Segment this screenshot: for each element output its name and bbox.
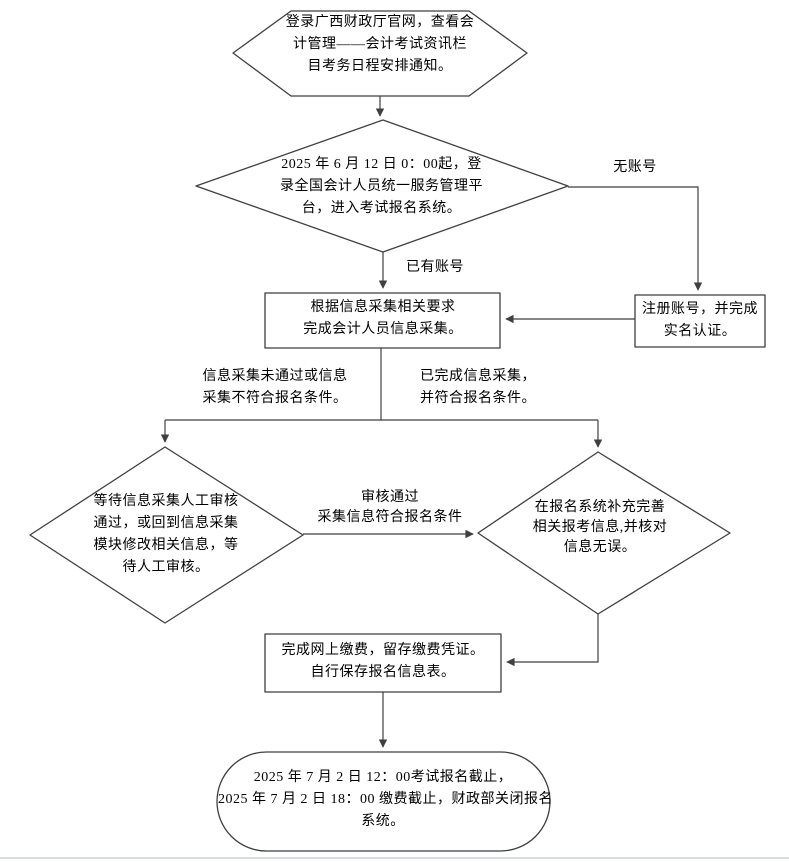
supplement-line: 信息无误。 — [563, 540, 637, 555]
collect-rect — [264, 292, 501, 349]
edge-label-no-account: 无账号 — [613, 160, 657, 175]
start-node-line: 目考务日程安排通知。 — [307, 59, 453, 74]
payment-node-line: 完成网上缴费，留存缴费凭证。 — [281, 643, 485, 658]
edge-label-collect-fail-line: 采集不符合报名条件。 — [202, 391, 348, 406]
edge-label-collect-fail-line: 信息采集未通过或信息 — [202, 369, 348, 384]
payment-node-label: 完成网上缴费，留存缴费凭证。 自行保存报名信息表。 — [273, 640, 493, 684]
login-decision-label: 2025 年 6 月 12 日 0：00起，登 录全国会计人员统一服务管理平 台… — [240, 154, 523, 220]
end-node-label: 2025 年 7 月 2 日 12：00考试报名截止， 2025 年 7 月 2… — [218, 767, 553, 833]
edge-label-collect-fail: 信息采集未通过或信息 采集不符合报名条件。 — [185, 366, 365, 410]
register-rect — [634, 294, 766, 348]
wait-review-label: 等待信息采集人工审核 通过，或回到信息采集 模块修改相关信息，等 待人工审核。 — [66, 491, 266, 579]
supplement-label: 在报名系统补充完善 相关报考信息,并核对 信息无误。 — [500, 498, 700, 558]
register-node-label: 注册账号，并完成 实名认证。 — [625, 299, 775, 343]
edge-label-review-pass: 审核通过 采集信息符合报名条件 — [300, 488, 480, 528]
edge-label-review-pass-line: 审核通过 — [361, 490, 419, 505]
edge-label-review-pass-line: 采集信息符合报名条件 — [317, 510, 463, 525]
end-node-line: 2025 年 7 月 2 日 18：00 缴费截止，财政部关闭报名 — [218, 792, 553, 807]
edge-label-collect-pass: 已完成信息采集， 并符合报名条件。 — [388, 366, 568, 410]
supplement-line: 在报名系统补充完善 — [534, 500, 666, 515]
wait-review-line: 待人工审核。 — [122, 560, 210, 575]
register-node-line: 实名认证。 — [663, 324, 737, 339]
collect-node-line: 完成会计人员信息采集。 — [303, 322, 463, 337]
supplement-line: 相关报考信息,并核对 — [532, 520, 668, 535]
login-decision-line: 台，进入考试报名系统。 — [301, 201, 462, 216]
start-node-label: 登录广西财政厅官网，查看会 计管理——会计考试资讯栏 目考务日程安排通知。 — [240, 12, 520, 78]
edge-label-collect-pass-line: 已完成信息采集， — [420, 369, 536, 384]
end-node-line: 系统。 — [361, 814, 405, 829]
wait-review-line: 模块修改相关信息，等 — [93, 538, 239, 553]
start-node-line: 登录广西财政厅官网，查看会 — [285, 15, 475, 30]
start-node-line: 计管理——会计考试资讯栏 — [293, 37, 467, 52]
end-node-line: 2025 年 7 月 2 日 12：00考试报名截止， — [253, 770, 513, 785]
wait-review-line: 通过，或回到信息采集 — [93, 516, 239, 531]
edge-label-collect-pass-line: 并符合报名条件。 — [420, 391, 536, 406]
login-decision-line: 录全国会计人员统一服务管理平 — [280, 179, 483, 194]
start-hexagon — [232, 10, 528, 97]
login-decision-line: 2025 年 6 月 12 日 0：00起，登 — [281, 157, 482, 172]
connector-no-account — [568, 186, 703, 291]
payment-node-line: 自行保存报名信息表。 — [310, 665, 456, 680]
connector-supplement-to-payment — [506, 614, 599, 667]
collect-node-label: 根据信息采集相关要求 完成会计人员信息采集。 — [283, 297, 483, 341]
payment-rect — [264, 633, 502, 693]
edge-label-has-account: 已有账号 — [406, 260, 464, 275]
collect-node-line: 根据信息采集相关要求 — [310, 300, 456, 315]
wait-review-diamond — [29, 446, 304, 624]
wait-review-line: 等待信息采集人工审核 — [93, 494, 239, 509]
end-terminator — [216, 751, 551, 852]
register-node-line: 注册账号，并完成 — [642, 302, 758, 317]
login-decision-diamond — [195, 119, 569, 253]
supplement-diamond — [477, 451, 731, 615]
